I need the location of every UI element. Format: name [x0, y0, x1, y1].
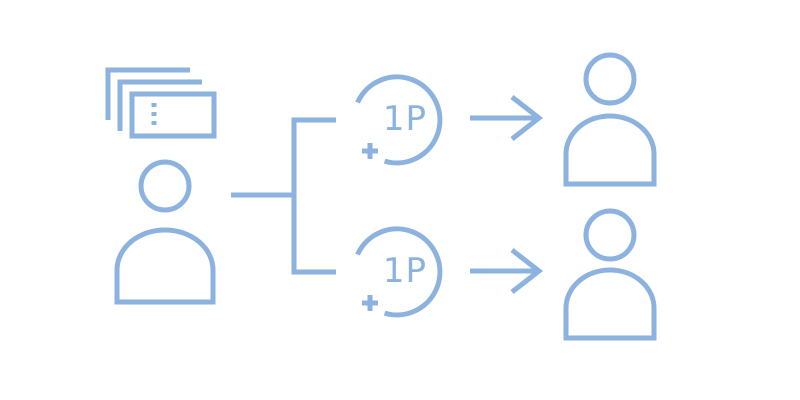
card-stack-icon — [105, 67, 217, 139]
plus-point-badge-icon: 1P — [355, 74, 443, 166]
recipient-body — [563, 113, 657, 187]
recipient-person-icon — [563, 52, 657, 187]
sender-person-icon — [114, 159, 216, 305]
recipient-head — [583, 52, 637, 106]
branch-fork — [291, 117, 336, 275]
branch-bottom: 1P — [355, 208, 657, 341]
branch-top: 1P — [355, 52, 657, 187]
sender-head — [138, 159, 192, 213]
badge-label: 1P — [383, 251, 427, 291]
recipient-head — [583, 208, 637, 262]
arrow-right-icon — [470, 248, 544, 294]
badge-plus — [362, 295, 378, 311]
sender-body — [114, 227, 216, 305]
plus-point-badge-icon: 1P — [355, 226, 443, 318]
badge-ring — [355, 74, 443, 166]
badge-label: 1P — [383, 99, 427, 139]
card-middle — [117, 79, 202, 131]
arrow-head — [510, 95, 544, 141]
recipient-body — [563, 267, 657, 341]
branch-connector-icon — [231, 117, 336, 275]
badge-plus — [362, 143, 378, 159]
arrow-right-icon — [470, 95, 544, 141]
arrow-head — [510, 248, 544, 294]
card-back — [105, 67, 190, 120]
badge-ring — [355, 226, 443, 318]
card-front — [129, 91, 217, 139]
recipient-person-icon — [563, 208, 657, 341]
